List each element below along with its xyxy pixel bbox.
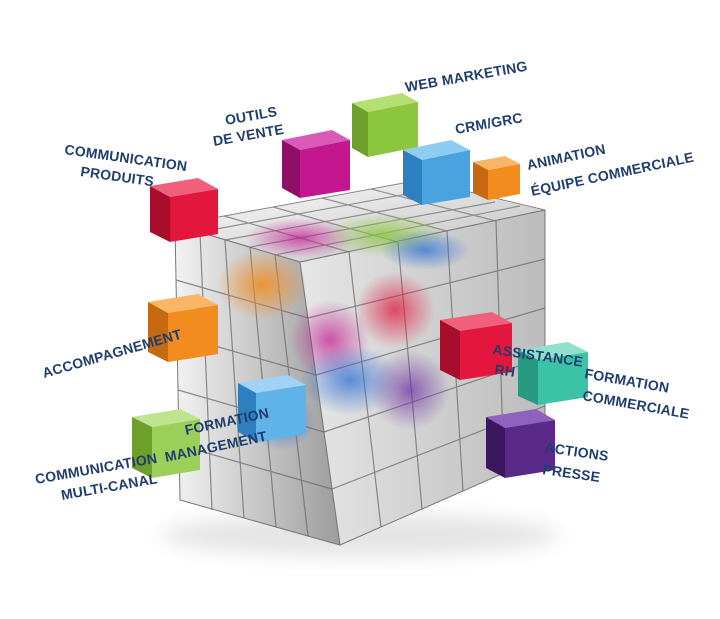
label-animation-line1: ANIMATION bbox=[525, 141, 607, 173]
label-actions-line2: PRESSE bbox=[542, 461, 602, 485]
cube-purple-actions-presse bbox=[486, 409, 555, 478]
cube-teal-formation-commerciale bbox=[518, 342, 588, 405]
cube-orange-animation bbox=[473, 156, 520, 200]
cube-red-assistance bbox=[440, 312, 512, 380]
label-outils-line2: DE VENTE bbox=[212, 121, 285, 149]
label-communication-multicanal: COMMUNICATION MULTI-CANAL bbox=[34, 450, 159, 503]
label-crm-grc: CRM/GRC bbox=[454, 109, 524, 137]
cube-blue-formation-management bbox=[238, 375, 306, 442]
label-formation-commerciale: FORMATION COMMERCIALE bbox=[581, 365, 690, 422]
cube-green-multicanal bbox=[132, 409, 200, 478]
label-assistance-line2: RH bbox=[494, 361, 517, 380]
cube-magenta-outils bbox=[282, 130, 350, 198]
label-animation: ANIMATION ÉQUIPE COMMERCIALE bbox=[525, 141, 695, 199]
cube-green-web-marketing bbox=[352, 93, 418, 157]
label-form-comm-line2: COMMERCIALE bbox=[581, 387, 690, 422]
cube-orange-accompagnement bbox=[148, 294, 218, 362]
label-web-marketing: WEB MARKETING bbox=[404, 58, 529, 95]
cube-blue-crm bbox=[403, 140, 470, 205]
label-communication-produits: COMMUNICATION PRODUITS bbox=[64, 141, 189, 189]
label-outils-vente: OUTILS DE VENTE bbox=[212, 103, 285, 149]
cube-red-comm-produits bbox=[150, 178, 218, 242]
label-actions-presse: ACTIONS PRESSE bbox=[542, 439, 610, 485]
label-web-marketing-line1: WEB MARKETING bbox=[404, 58, 529, 95]
label-crm-line1: CRM/GRC bbox=[454, 109, 524, 137]
